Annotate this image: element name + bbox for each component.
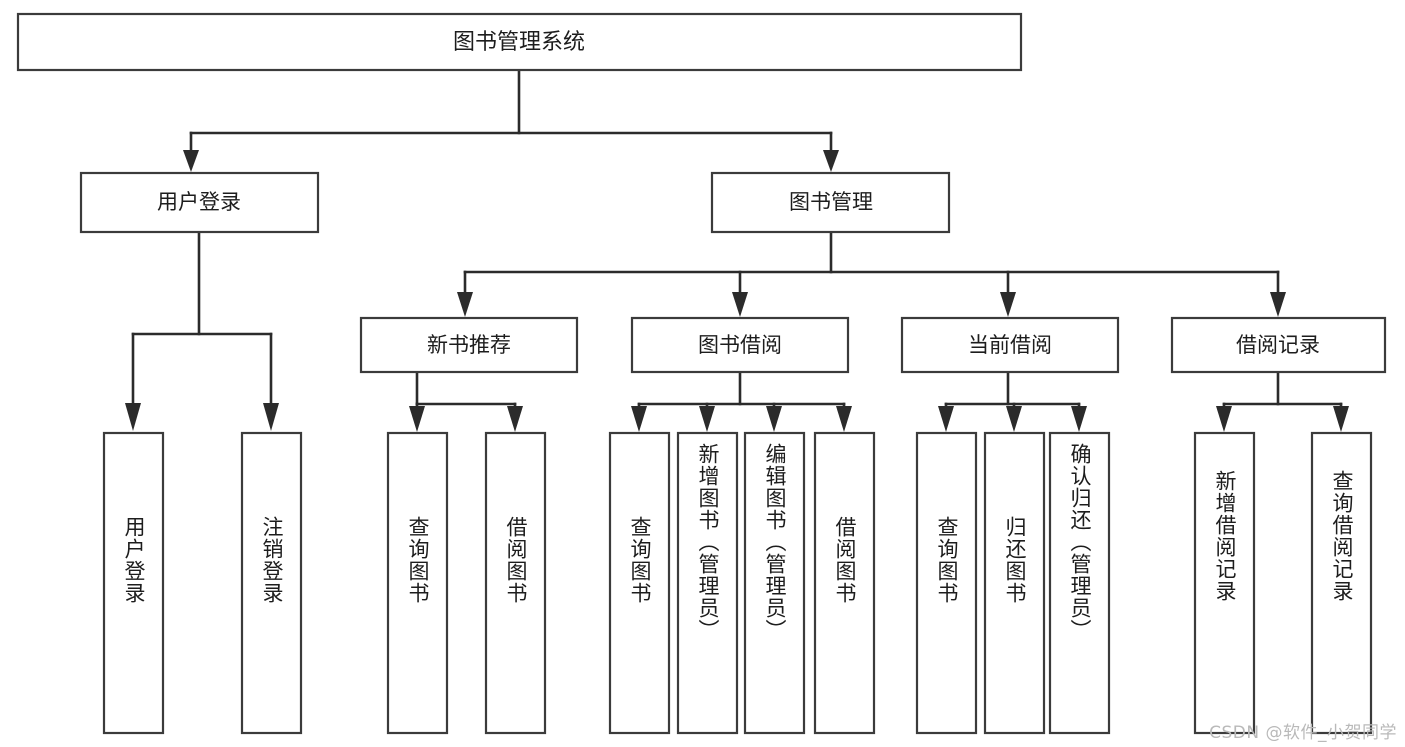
arrow-book-mgmt-to-borrow-records xyxy=(1270,292,1286,317)
arrow-book-borrow-leaf-1 xyxy=(631,406,647,432)
node-user-login-box[interactable] xyxy=(79,171,320,234)
arrow-new-book-leaf-2 xyxy=(507,406,523,432)
node-borrow-records-label: 借阅记录 xyxy=(1236,333,1320,357)
leaf-box-book-borrow-2[interactable] xyxy=(676,431,739,735)
leaf-box-new-book-2[interactable] xyxy=(484,431,547,735)
leaf-box-current-borrow-1[interactable] xyxy=(915,431,978,735)
arrow-borrow-records-leaf-1 xyxy=(1216,406,1232,432)
node-current-borrow-box[interactable] xyxy=(900,316,1120,374)
leaf-box-user-login-2[interactable] xyxy=(240,431,303,735)
leaf-boxes-user-login xyxy=(102,431,303,735)
leaf-box-book-borrow-4[interactable] xyxy=(813,431,876,735)
arrow-current-borrow-leaf-2 xyxy=(1006,406,1022,432)
node-root-box[interactable] xyxy=(16,12,1023,72)
leaf-boxes-book-borrow xyxy=(608,431,876,735)
node-book-management[interactable]: 图书管理 xyxy=(710,171,951,234)
arrow-root-to-book-mgmt xyxy=(823,150,839,172)
node-new-book-recommend-label: 新书推荐 xyxy=(427,333,511,357)
node-book-management-box[interactable] xyxy=(710,171,951,234)
leaf-box-current-borrow-2[interactable] xyxy=(983,431,1046,735)
leaf-box-borrow-records-2[interactable] xyxy=(1310,431,1373,735)
leaf-box-user-login-1[interactable] xyxy=(102,431,165,735)
node-user-login-label: 用户登录 xyxy=(157,190,241,214)
csdn-watermark: CSDN @软件_小贺同学 xyxy=(1209,723,1397,743)
arrow-user-login-leaf-1 xyxy=(125,403,141,431)
node-book-borrow[interactable]: 图书借阅 xyxy=(630,316,850,374)
node-root-label: 图书管理系统 xyxy=(453,30,585,55)
node-book-borrow-label: 图书借阅 xyxy=(698,333,782,357)
leaf-box-book-borrow-1[interactable] xyxy=(608,431,671,735)
node-current-borrow[interactable]: 当前借阅 xyxy=(900,316,1120,374)
arrow-book-borrow-leaf-2 xyxy=(699,406,715,432)
arrow-current-borrow-leaf-3 xyxy=(1071,406,1087,432)
arrow-new-book-leaf-1 xyxy=(409,406,425,432)
node-new-book-recommend[interactable]: 新书推荐 xyxy=(359,316,579,374)
leaf-box-new-book-1[interactable] xyxy=(386,431,449,735)
arrow-current-borrow-leaf-1 xyxy=(938,406,954,432)
node-current-borrow-label: 当前借阅 xyxy=(968,333,1052,357)
node-root[interactable]: 图书管理系统 xyxy=(16,12,1023,72)
arrow-book-mgmt-to-current-borrow xyxy=(1000,292,1016,317)
node-borrow-records[interactable]: 借阅记录 xyxy=(1170,316,1387,374)
arrow-root-to-user-login xyxy=(183,150,199,172)
arrow-book-borrow-leaf-3 xyxy=(766,406,782,432)
arrow-book-borrow-leaf-4 xyxy=(836,406,852,432)
arrow-book-mgmt-to-new-book xyxy=(457,292,473,317)
leaf-boxes-new-book-recommend xyxy=(386,431,547,735)
connectors xyxy=(125,68,1349,432)
leaf-box-current-borrow-3[interactable] xyxy=(1048,431,1111,735)
arrow-borrow-records-leaf-2 xyxy=(1333,406,1349,432)
node-new-book-recommend-box[interactable] xyxy=(359,316,579,374)
arrow-book-mgmt-to-book-borrow xyxy=(732,292,748,317)
leaf-boxes-borrow-records xyxy=(1193,431,1373,735)
leaf-box-book-borrow-3[interactable] xyxy=(743,431,806,735)
leaf-boxes-current-borrow xyxy=(915,431,1111,735)
arrow-user-login-leaf-2 xyxy=(263,403,279,431)
node-book-borrow-box[interactable] xyxy=(630,316,850,374)
node-user-login[interactable]: 用户登录 xyxy=(79,171,320,234)
leaf-box-borrow-records-1[interactable] xyxy=(1193,431,1256,735)
node-borrow-records-box[interactable] xyxy=(1170,316,1387,374)
node-book-management-label: 图书管理 xyxy=(789,190,873,214)
